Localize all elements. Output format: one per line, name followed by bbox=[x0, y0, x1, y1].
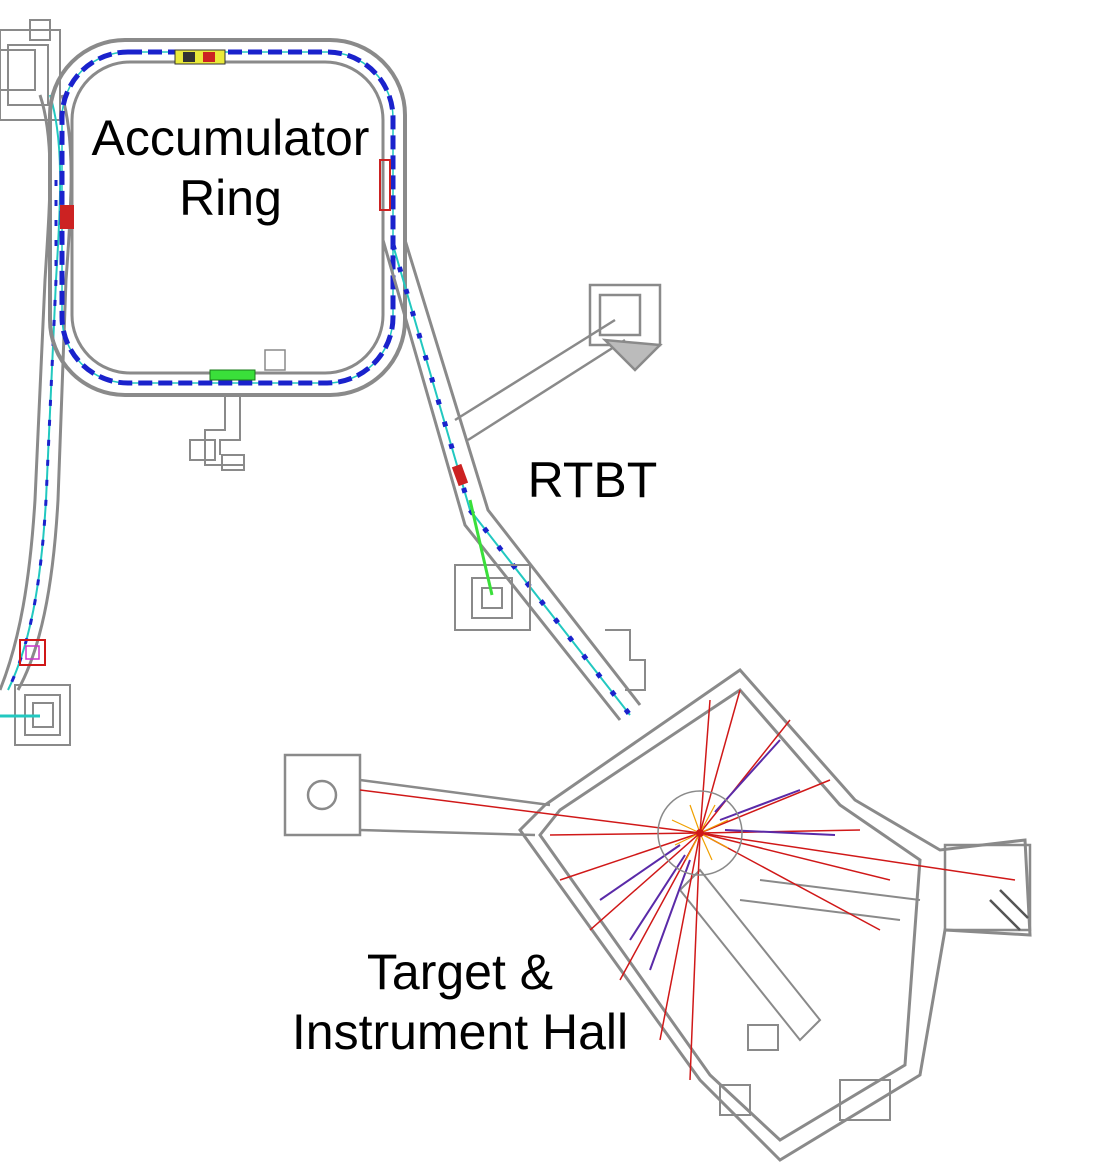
east-building bbox=[943, 843, 1032, 932]
target-instrument-hall-label: Target & Instrument Hall bbox=[280, 942, 640, 1062]
hall-label-line1: Target & bbox=[366, 944, 554, 1000]
extraction-dump-building bbox=[454, 499, 531, 631]
rtbt-label: RTBT bbox=[527, 452, 658, 508]
rtbt-tunnel bbox=[381, 239, 642, 721]
instrument-hall-outline bbox=[518, 668, 1032, 1162]
accumulator-ring-label-line1: Accumulator bbox=[91, 110, 370, 166]
rtbt-device bbox=[451, 463, 469, 487]
linac-dump-building bbox=[0, 684, 71, 746]
dump-device bbox=[19, 639, 46, 666]
accumulator-ring-label: Accumulator Ring bbox=[78, 108, 383, 228]
neutron-beamlines bbox=[359, 689, 1016, 1081]
accumulator-ring-label-line2: Ring bbox=[179, 170, 282, 226]
west-guide-hall bbox=[283, 753, 551, 837]
ring-service-building bbox=[189, 395, 245, 471]
hall-label-line2: Instrument Hall bbox=[291, 1004, 629, 1060]
rtbt-annex bbox=[605, 629, 646, 691]
target-core bbox=[696, 829, 704, 837]
hebt-magnets bbox=[6, 180, 58, 691]
target-monolith bbox=[657, 790, 743, 876]
target-station-rays bbox=[671, 804, 729, 861]
rtbt-beamline bbox=[392, 244, 631, 716]
rtbt-service-corridor bbox=[454, 283, 663, 442]
hall-interior bbox=[678, 868, 921, 1121]
ring-injection-section bbox=[60, 49, 391, 381]
